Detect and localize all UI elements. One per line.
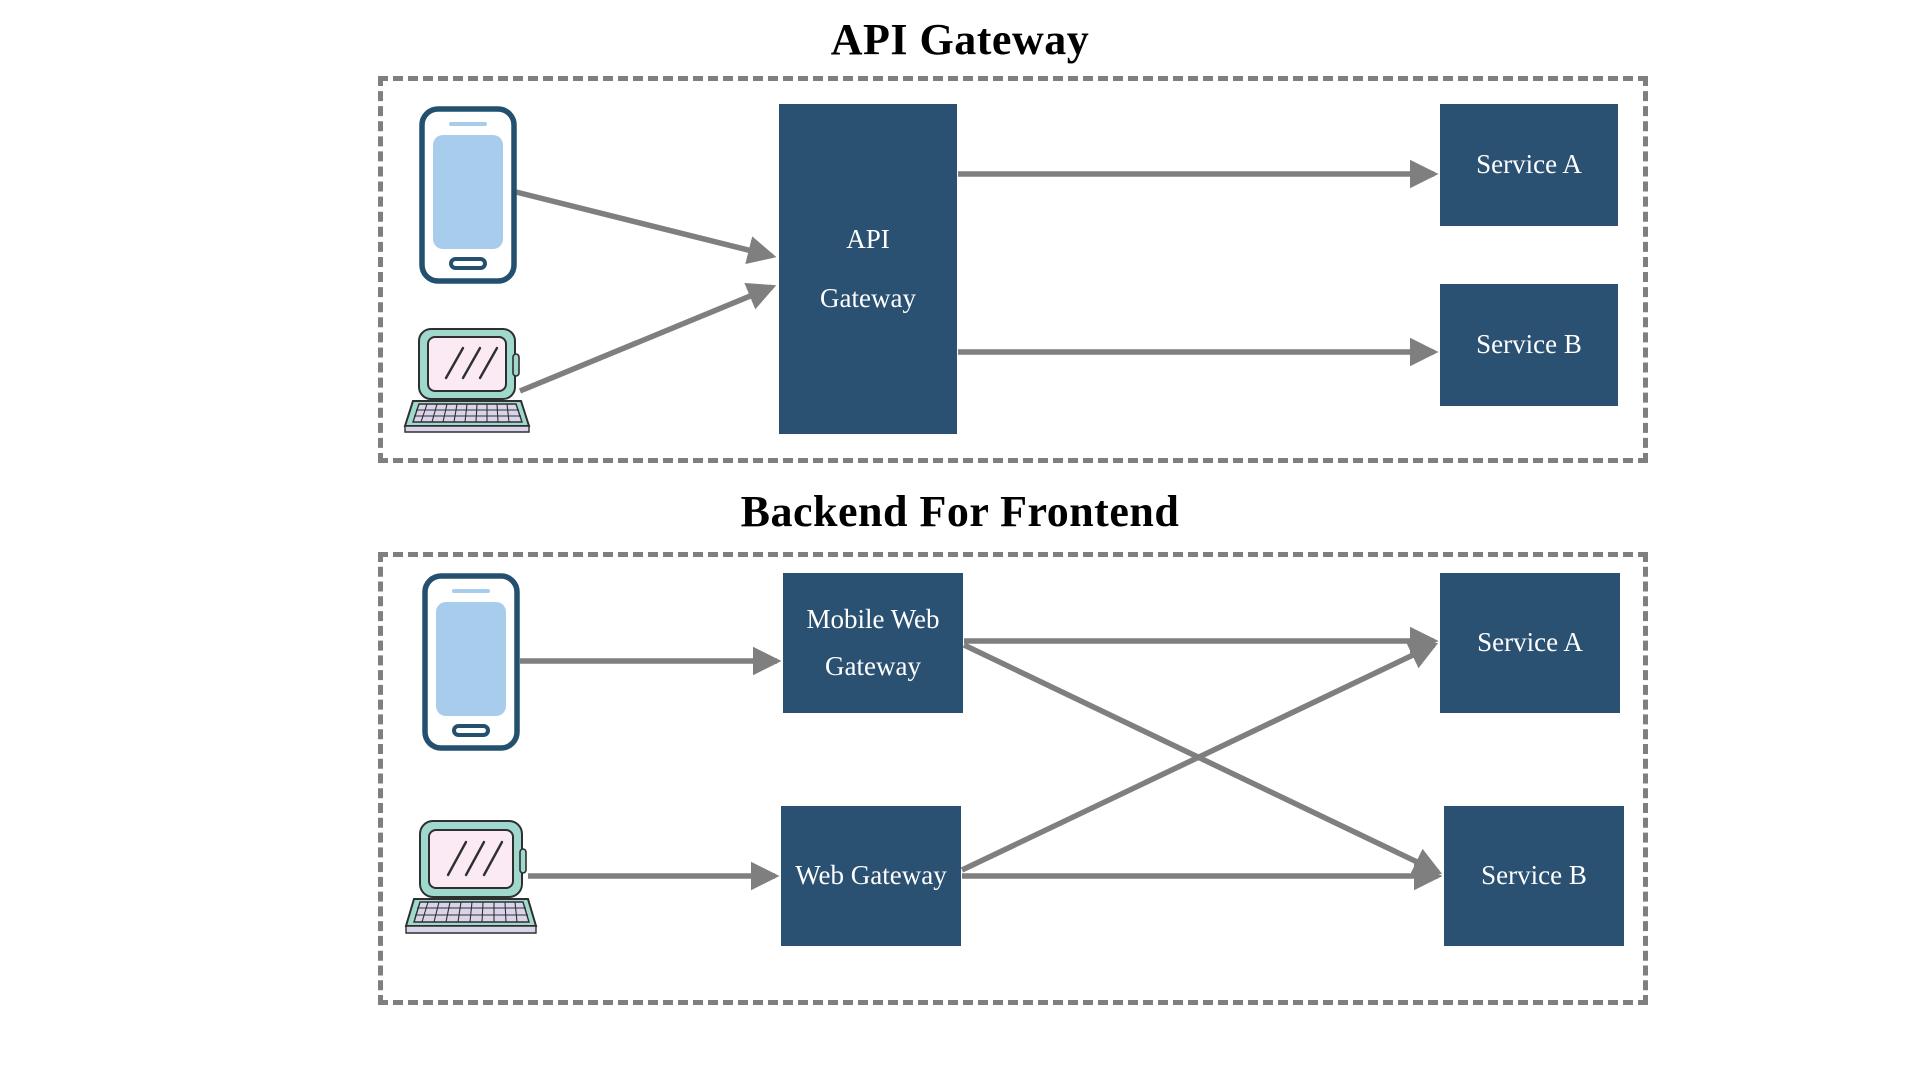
node-service-a-bff-panel-label: Service A — [1477, 627, 1583, 658]
node-api-gateway-label-line2: Gateway — [820, 283, 916, 313]
laptop-icon[interactable] — [403, 326, 531, 436]
section-title-api-gateway: API Gateway — [830, 15, 1090, 64]
mobile-phone-icon[interactable] — [419, 106, 517, 284]
node-mobile-web-gateway[interactable]: Mobile Web Gateway — [783, 573, 963, 713]
node-service-a-api-panel[interactable]: Service A — [1440, 104, 1618, 226]
node-service-a-bff-panel[interactable]: Service A — [1440, 573, 1620, 713]
node-service-b-api-panel-label: Service B — [1476, 329, 1582, 360]
node-service-b-api-panel[interactable]: Service B — [1440, 284, 1618, 406]
node-mobile-web-gateway-label-line2: Gateway — [825, 651, 921, 681]
node-service-a-api-panel-label: Service A — [1476, 149, 1582, 180]
panel-backend-for-frontend — [378, 552, 1648, 1005]
node-web-gateway-label: Web Gateway — [795, 860, 947, 891]
mobile-phone-icon[interactable] — [422, 573, 520, 751]
node-api-gateway-label-line1: API — [846, 223, 890, 254]
node-web-gateway[interactable]: Web Gateway — [781, 806, 961, 946]
node-service-b-bff-panel-label: Service B — [1481, 860, 1587, 891]
node-api-gateway[interactable]: API Gateway — [779, 104, 957, 434]
node-service-b-bff-panel[interactable]: Service B — [1444, 806, 1624, 946]
section-title-backend-for-frontend: Backend For Frontend — [740, 487, 1180, 536]
panel-api-gateway — [378, 76, 1648, 463]
node-mobile-web-gateway-label-line1: Mobile Web — [806, 603, 940, 634]
laptop-icon[interactable] — [403, 818, 539, 938]
